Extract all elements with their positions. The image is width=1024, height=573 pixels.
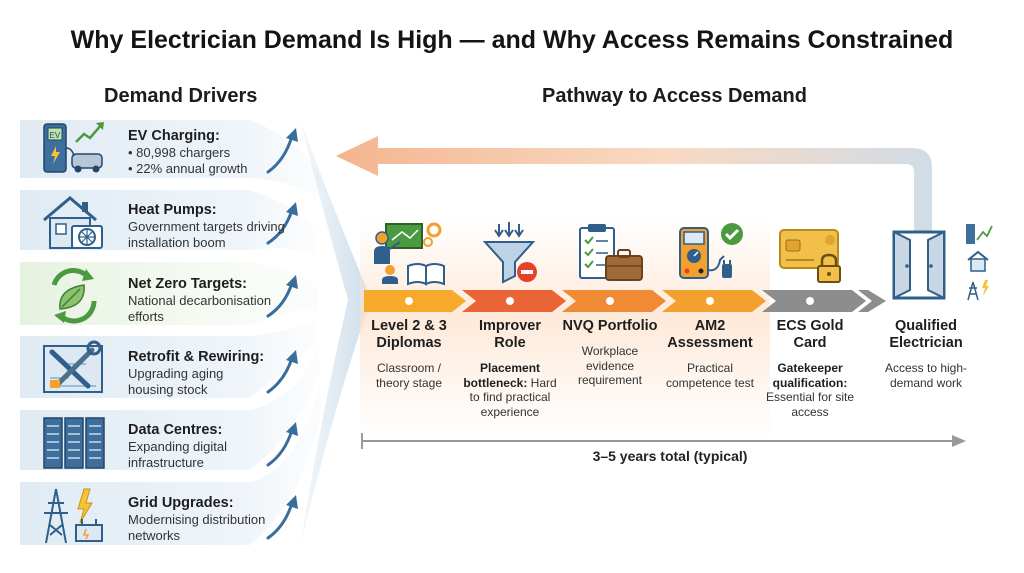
ev-charger-icon: EV [43,122,104,173]
driver-detail: efforts [128,308,164,324]
driver-detail: • 80,998 chargers [128,145,231,160]
stage-description: Placement bottleneck: Hard to find pract… [463,361,557,419]
gold-card-lock-icon [779,229,841,283]
stage-name: Qualified Electrician [889,318,963,351]
driver-heat-pumps: Heat Pumps: Government targets driving i… [128,201,298,250]
stage-description: Access to high-demand work [884,361,968,390]
mini-ev-icon [966,224,975,244]
stage-diplomas: Level 2 & 3 Diplomas Classroom / theory … [361,318,457,390]
driver-detail: Government targets driving [128,219,285,234]
stage-name: Level 2 & 3 Diplomas [371,318,447,351]
driver-detail: Expanding digital [128,439,228,454]
driver-name: EV Charging: [128,128,220,144]
funnel-stop-icon [482,222,537,284]
stage-ecs-gold-card: ECS Gold Card Gatekeeper qualification: … [762,318,858,419]
stage-description: Workplace evidence requirement [577,344,643,387]
duration-label: 3–5 years total (typical) [592,448,748,464]
chevron-dots [405,297,814,305]
page-title: Why Electrician Demand Is High — and Why… [70,26,954,54]
recycle-leaf-icon [51,268,97,324]
driver-detail: Modernising distribution [128,512,266,527]
pathway-heading: Pathway to Access Demand [542,85,807,107]
driver-name: Retrofit & Rewiring: [128,349,265,365]
tools-blueprint-icon [43,340,103,393]
stage-improver-role: Improver Role Placement bottleneck: Hard… [462,318,558,419]
driver-data-centres: Data Centres: Expanding digital infrastr… [128,421,298,470]
driver-detail: • 22% annual growth [128,160,248,176]
power-pylon-icon [44,488,103,544]
driver-name: Net Zero Targets: [128,276,247,292]
mini-house-icon [970,258,986,272]
driver-name: Heat Pumps: [128,202,217,218]
stage-name: AM2 Assessment [667,318,753,351]
outcome-mini-icons [966,224,993,301]
driver-detail: installation boom [128,234,226,250]
driver-ribbon [20,120,320,200]
driver-detail: infrastructure [128,454,204,470]
driver-detail: Upgrading aging [128,366,224,381]
driver-arrows [266,134,294,540]
driver-arrowheads [286,128,298,509]
house-heat-pump-icon [43,196,103,249]
teacher-classroom-icon [374,222,445,286]
stage-nvq-portfolio: NVQ Portfolio Workplace evidence require… [562,318,658,388]
stage-name: NVQ Portfolio [562,318,658,334]
open-door-icon [892,230,946,300]
converging-fan [300,120,368,548]
driver-detail: networks [128,527,181,543]
duration-timeline [361,433,966,449]
driver-ev-charging: EV Charging: • 80,998 chargers • 22% ann… [128,127,298,176]
driver-detail: National decarbonisation [128,293,272,308]
server-rack-icon [43,417,105,469]
stage-qualified-electrician: Qualified Electrician Access to high-dem… [876,318,976,390]
stage-description-bold: Gatekeeper qualification: [772,361,848,390]
stage-am2-assessment: AM2 Assessment Practical competence test [662,318,758,390]
mini-pylon-icon [967,281,979,301]
driver-detail: housing stock [128,381,208,397]
driver-grid-upgrades: Grid Upgrades: Modernising distribution … [128,494,298,543]
driver-retrofit: Retrofit & Rewiring: Upgrading aging hou… [128,348,298,397]
svg-text:EV: EV [50,131,61,140]
stage-name: Improver Role [478,318,542,351]
multimeter-check-icon [679,223,743,279]
stage-description: Practical competence test [665,361,755,390]
stage-name: ECS Gold Card [776,318,844,351]
driver-name: Grid Upgrades: [128,495,234,511]
clipboard-briefcase-icon [579,224,643,281]
stage-description: Classroom / theory stage [375,361,443,390]
stage-description: Gatekeeper qualification: Essential for … [765,361,855,419]
stage-description-bold: Placement bottleneck: [463,361,541,390]
driver-name: Data Centres: [128,422,223,438]
return-arrow [336,136,932,232]
driver-ribbon [20,380,322,545]
driver-net-zero: Net Zero Targets: National decarbonisati… [128,275,298,324]
demand-drivers-heading: Demand Drivers [104,85,258,107]
